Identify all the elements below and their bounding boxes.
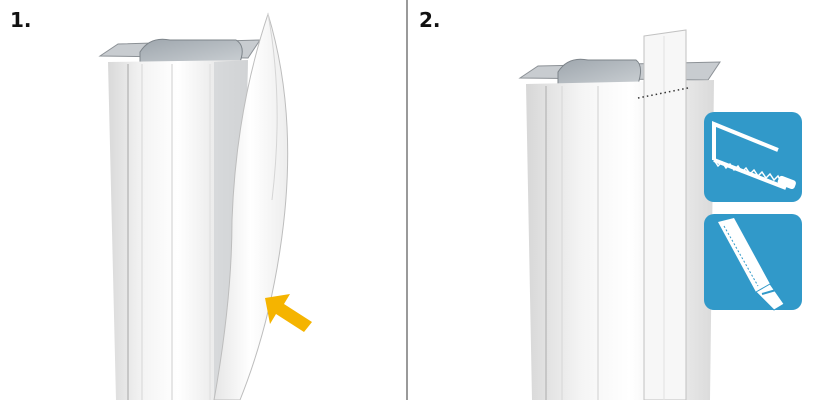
step-1-illustration [0, 0, 406, 400]
step-2-illustration [408, 0, 832, 400]
file-tool-icon [704, 214, 802, 310]
aluminium-post-2 [520, 59, 720, 400]
cover-strip-2 [644, 30, 686, 400]
push-arrow-icon [265, 294, 312, 332]
hacksaw-icon [704, 112, 802, 202]
